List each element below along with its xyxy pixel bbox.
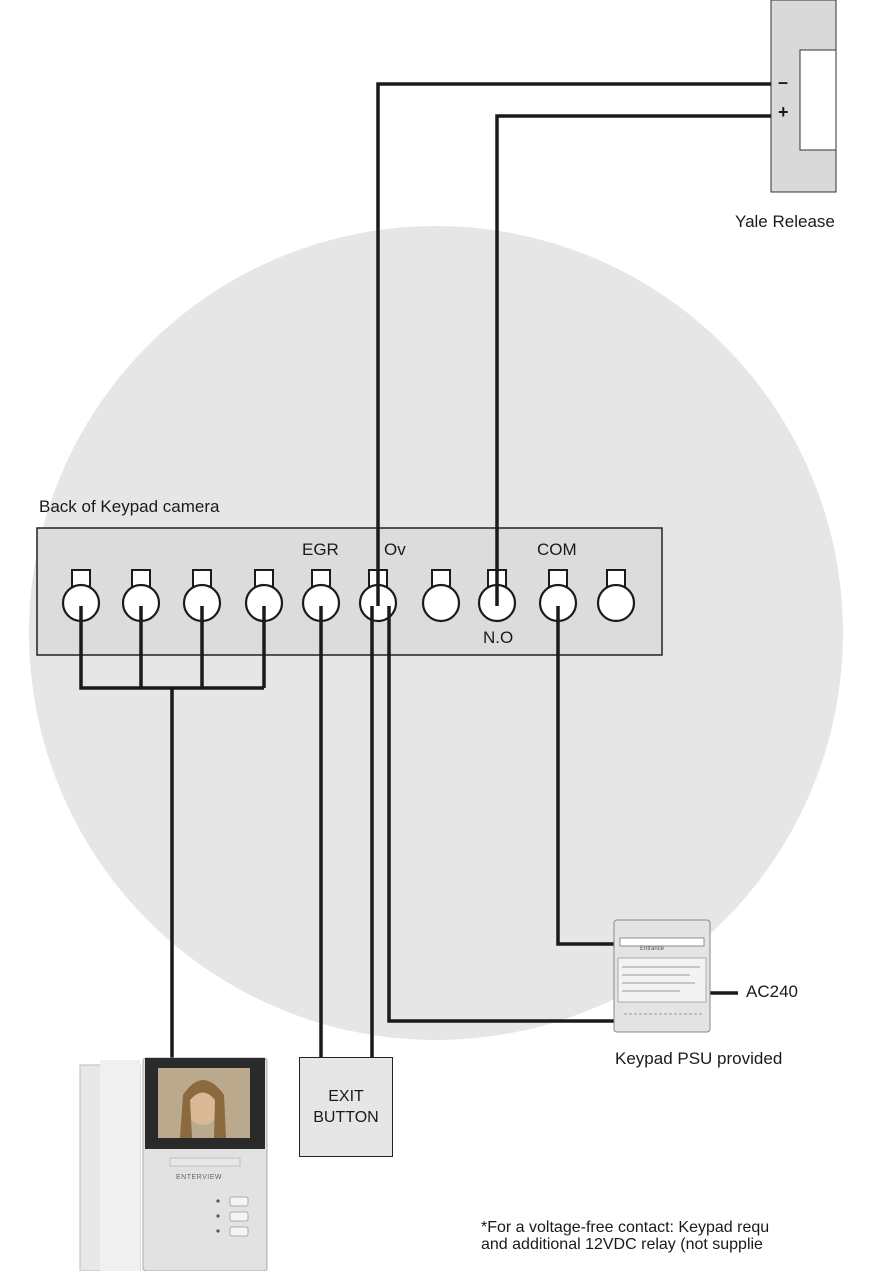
terminal-10 <box>596 583 636 623</box>
wire-ov-psu <box>387 606 614 1023</box>
com-label: COM <box>537 540 577 559</box>
footnote-line1: *For a voltage-free contact: Keypad requ <box>481 1219 770 1236</box>
egr-label: EGR <box>302 540 339 559</box>
yale-release-label: Yale Release <box>735 212 835 231</box>
no-label: N.O <box>483 628 514 647</box>
footnote-line2: and additional 12VDC relay (not supplie <box>481 1236 763 1253</box>
wire-release-positive <box>495 114 771 606</box>
ov-label: Ov <box>384 540 406 559</box>
terminal-7 <box>421 583 461 623</box>
video-monitor-icon <box>79 1057 268 1271</box>
keypad-back-label: Back of Keypad camera <box>39 497 220 516</box>
exit-button: EXIT BUTTON <box>299 1057 393 1157</box>
wire-bus <box>79 606 266 690</box>
release-positive-sign: + <box>778 102 789 122</box>
exit-button-line2: BUTTON <box>313 1109 379 1126</box>
power-supply-icon <box>613 919 711 1033</box>
wire-com-psu <box>556 606 614 946</box>
footnote: *For a voltage-free contact: Keypad requ… <box>481 1219 869 1253</box>
ac240-label: AC240 <box>746 982 798 1001</box>
psu-brand-label: Entrance <box>640 946 665 952</box>
wiring <box>79 82 771 1058</box>
wire-release-negative <box>376 82 771 606</box>
terminal-group <box>61 569 636 623</box>
psu-label: Keypad PSU provided <box>615 1049 783 1068</box>
exit-button-line1: EXIT <box>328 1088 364 1105</box>
yale-release-icon <box>770 0 837 193</box>
monitor-brand-label: ENTERVIEW <box>176 1174 222 1181</box>
release-negative-sign: – <box>778 72 789 92</box>
